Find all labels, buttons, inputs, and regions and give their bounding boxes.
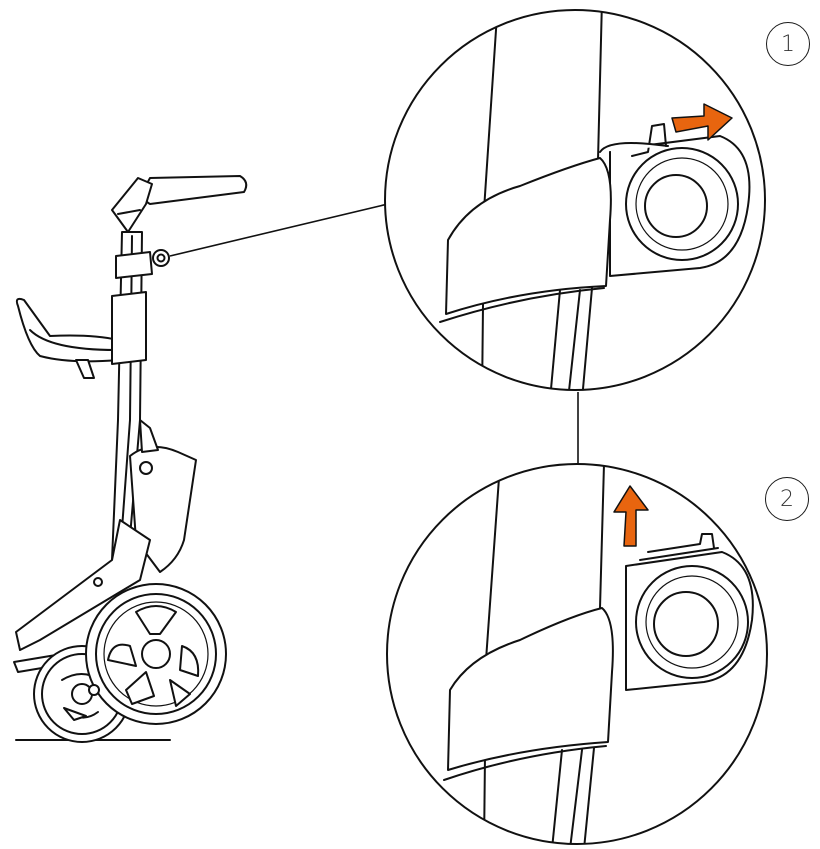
- detail-view-2: [386, 463, 768, 845]
- height-lock-knob: [152, 249, 170, 267]
- callout-leader-1: [169, 202, 393, 257]
- step-number-1: 1: [766, 22, 810, 66]
- arrow-right-icon: [671, 103, 733, 141]
- walker-front-wheel: [85, 583, 227, 725]
- walker-handle: [143, 175, 248, 205]
- arrow-up-icon: [613, 485, 649, 547]
- detail-view-1: [384, 9, 766, 391]
- walker-illustration: [13, 175, 248, 743]
- walker-backrest: [15, 297, 124, 363]
- step-number-2: 2: [765, 477, 809, 521]
- walker-frame-lower: [15, 519, 151, 651]
